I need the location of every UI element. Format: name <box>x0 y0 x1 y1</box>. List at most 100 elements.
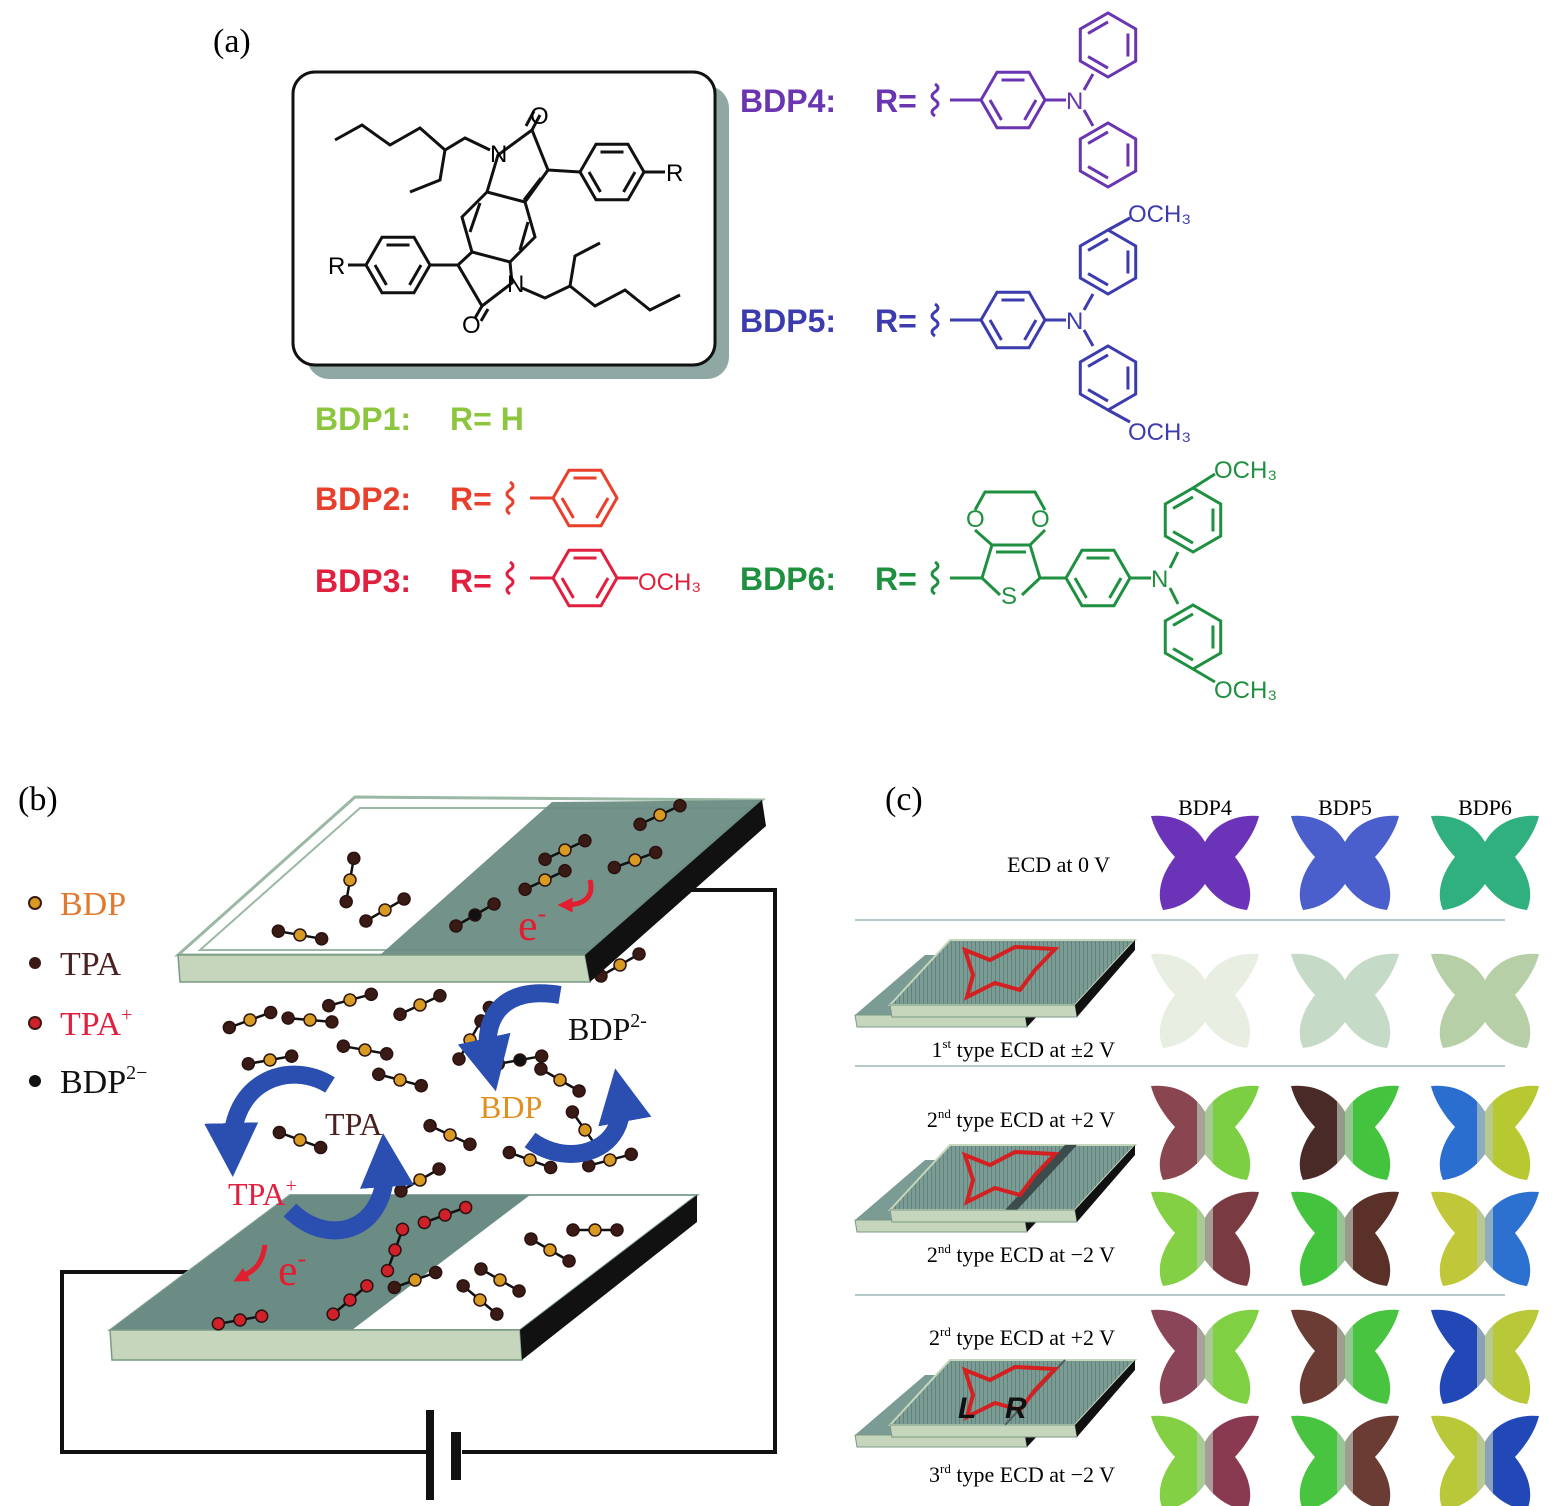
bdp6-n: N <box>1151 566 1168 593</box>
butterfly-body <box>1477 1309 1493 1404</box>
molecule-dot <box>558 843 572 857</box>
molecule-dot <box>543 1243 557 1257</box>
molecule <box>423 1118 477 1152</box>
molecule-dot <box>222 1020 237 1035</box>
butterfly-right-wing <box>1345 1415 1399 1506</box>
molecule-dot <box>263 1053 277 1067</box>
panel-c-label: (c) <box>885 781 923 818</box>
row-dividers <box>855 919 1505 1296</box>
butterfly-left-wing <box>1291 1085 1345 1180</box>
butterfly-right-wing <box>1485 1191 1539 1286</box>
butterfly-display <box>1151 1415 1259 1506</box>
electron-arrow-icon <box>233 1244 268 1282</box>
molecule <box>633 798 687 832</box>
molecule-dot <box>502 1145 517 1160</box>
butterfly-right-wing <box>1485 1085 1539 1180</box>
row-label-4: 2rd type ECD at +2 V <box>929 1324 1115 1350</box>
butterfly-grid <box>1151 815 1539 1506</box>
benzene-ring-icon <box>979 70 1047 130</box>
butterfly-display <box>1151 1085 1259 1180</box>
benzene-ring-icon <box>1064 548 1132 608</box>
butterfly-display <box>1431 815 1539 910</box>
butterfly-right-wing <box>1205 953 1259 1048</box>
molecule <box>393 988 447 1022</box>
molecule <box>417 1200 473 1230</box>
bdp1-r: R= H <box>450 401 524 437</box>
device-letter-left: L <box>958 1392 976 1425</box>
benzene-ring-icon <box>364 235 432 295</box>
molecule <box>271 924 329 946</box>
molecule-dot <box>449 919 463 933</box>
panel-c: (c) BDP4 BDP5 BDP6 ECD at 0 V 1st type E… <box>854 781 1539 1506</box>
bdp5-name: BDP5: <box>740 303 836 339</box>
molecule-dot <box>343 993 357 1007</box>
molecule-dot <box>417 1215 432 1230</box>
column-header-bdp5: BDP5 <box>1318 795 1372 820</box>
molecule-dot <box>463 1137 477 1152</box>
butterfly-right-wing <box>1345 953 1399 1048</box>
bdp2-minus-label: BDP2- <box>568 1010 647 1047</box>
benzene-ring-icon <box>1078 121 1138 189</box>
butterfly-right-wing <box>1205 815 1259 910</box>
molecule-dot <box>553 1073 567 1087</box>
butterfly-body <box>1477 1191 1493 1286</box>
molecule <box>502 1145 558 1175</box>
butterfly-display <box>1291 1415 1399 1506</box>
butterfly-left-wing <box>1151 1415 1205 1506</box>
butterfly-body <box>1337 1415 1353 1506</box>
legend-label-tpa-plus: TPA+ <box>60 1004 132 1043</box>
benzene-ring-icon <box>1078 228 1138 296</box>
molecule-dot <box>456 1279 470 1293</box>
butterfly-left-wing <box>1291 953 1345 1048</box>
molecule <box>359 892 411 928</box>
molecule-dot <box>433 988 447 1003</box>
panel-a-label: (a) <box>213 23 251 60</box>
butterfly-right-wing <box>1205 1309 1259 1404</box>
butterfly-right-wing <box>1485 1415 1539 1506</box>
butterfly-right-wing <box>1345 815 1399 910</box>
molecule-dot <box>408 1273 422 1287</box>
butterfly-left-wing <box>1431 1415 1485 1506</box>
butterfly-right-wing <box>1485 953 1539 1048</box>
panel-b-label: (b) <box>18 781 58 818</box>
bdp3-r: R= <box>450 563 492 599</box>
core-o2: O <box>462 312 481 339</box>
bdp6-o1: O <box>966 506 985 533</box>
benzene-ring-icon <box>578 142 646 202</box>
molecule-dot <box>325 1015 339 1029</box>
molecule-dot <box>610 1223 624 1237</box>
molecule-dot <box>393 1073 407 1087</box>
row-label-0: ECD at 0 V <box>1007 852 1110 877</box>
bdp4-n: N <box>1066 88 1083 115</box>
molecule <box>281 1011 339 1029</box>
curved-arrow-icon <box>283 1133 414 1240</box>
butterfly-left-wing <box>1291 815 1345 910</box>
molecule <box>326 1279 374 1321</box>
molecule <box>518 863 572 897</box>
molecule-dot <box>452 1052 466 1066</box>
core-n2: N <box>507 271 524 298</box>
molecule <box>336 1039 394 1061</box>
column-header-bdp6: BDP6 <box>1458 795 1512 820</box>
molecule-dot <box>518 882 532 897</box>
benzene-rings <box>364 11 1223 671</box>
molecule-dot <box>347 851 361 866</box>
legend-dot-tpa-plus <box>28 1016 42 1030</box>
molecule-dot <box>458 1200 473 1215</box>
butterfly-body <box>1197 1309 1213 1404</box>
molecule-dot <box>578 1123 592 1137</box>
molecule-dot <box>423 1118 437 1133</box>
molecule <box>456 1279 504 1321</box>
legend-label-tpa: TPA <box>60 946 122 983</box>
benzene-ring-icon <box>1163 603 1223 671</box>
butterfly-right-wing <box>1345 1309 1399 1404</box>
molecule-dot <box>632 947 646 961</box>
molecules-top <box>271 798 687 946</box>
electron-bottom-label: e- <box>278 1244 306 1295</box>
benzene-ring-icon <box>1163 486 1223 554</box>
butterfly-display <box>1291 1191 1399 1286</box>
molecule-dot <box>572 1084 586 1098</box>
box-frame <box>291 70 717 367</box>
butterfly-left-wing <box>1151 953 1205 1048</box>
